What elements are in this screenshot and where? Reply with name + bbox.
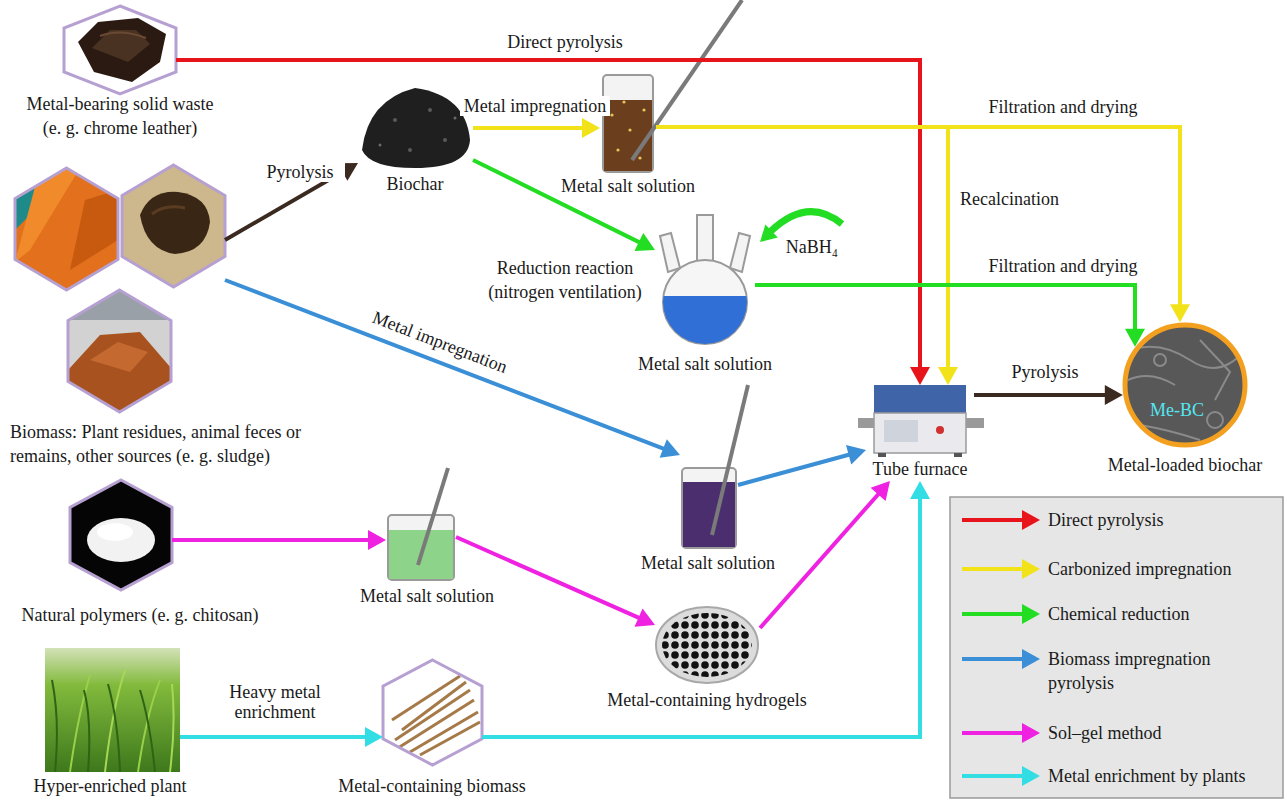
straw-node: Metal-containing biomass: [383, 660, 482, 765]
tube-furnace-picture: [858, 385, 984, 457]
legend-text: Biomass impregnation pyrolysis: [1048, 647, 1228, 695]
process-arrow: [482, 481, 930, 737]
note-label: Reduction reaction (nitrogen ventilation…: [478, 256, 653, 304]
biochar-sem-picture: [1125, 325, 1245, 445]
process-arrow: [180, 727, 383, 747]
beaker-picture: [388, 468, 454, 580]
image-label: Me-BC: [1137, 398, 1217, 422]
beaker-picture: [603, 0, 742, 172]
legend-text: Sol–gel method: [1048, 721, 1273, 745]
arrow-label: Recalcination: [958, 189, 1073, 209]
legend-swatch: [962, 604, 1040, 624]
arrow-label: Metal impregnation: [362, 304, 519, 380]
legend-box: [950, 497, 1283, 798]
caption: Metal salt solution: [533, 174, 723, 198]
process-arrow: [456, 537, 655, 627]
arrow-label: Heavy metal enrichment: [220, 682, 330, 722]
caption: Metal salt solution: [332, 584, 522, 608]
note-label: NaBH₄: [777, 235, 847, 259]
legend-text: Carbonized impregnation: [1048, 557, 1273, 581]
flask-node: Metal salt solution: [655, 215, 755, 348]
plant-photo-picture: [45, 648, 180, 772]
biomass-node: Biomass: Plant residues, animal feces or…: [15, 165, 225, 415]
beaker-node: Metal salt solution: [386, 505, 456, 582]
legend-swatch: [962, 649, 1040, 669]
dish-node: Metal-containing hydrogels: [655, 605, 760, 685]
circle-node: Me-BCMetal-loaded biochar: [1122, 322, 1248, 448]
arrow-label: Filtration and drying: [978, 97, 1148, 117]
process-arrow: [738, 445, 866, 485]
straw-picture: [383, 660, 482, 765]
hydrogel-dish-picture: [656, 607, 758, 683]
chitosan-picture: [70, 480, 172, 590]
legend-swatch: [962, 766, 1040, 786]
process-arrow: [974, 385, 1123, 405]
caption: Biochar: [360, 172, 470, 196]
biomass-picture: [15, 165, 225, 412]
legend-swatch: [962, 723, 1040, 743]
arrow-label: Pyrolysis: [255, 162, 345, 182]
caption: Metal-containing hydrogels: [587, 688, 827, 712]
legend-text: Chemical reduction: [1048, 602, 1273, 626]
caption: Tube furnace: [866, 457, 974, 481]
biochar-node: Biochar: [358, 85, 473, 170]
arrow-label: Direct pyrolysis: [495, 32, 635, 52]
beaker-node: Metal salt solution: [680, 450, 738, 550]
arrow-label: Filtration and drying: [978, 256, 1148, 276]
photo-node: Hyper-enriched plant: [45, 648, 180, 772]
leather-picture: [64, 6, 176, 94]
process-arrow: [176, 60, 930, 385]
arrow-label: Pyrolysis: [1000, 362, 1090, 382]
caption: Metal salt solution: [610, 352, 800, 376]
biochar-picture: [362, 88, 470, 168]
process-arrow: [172, 530, 386, 550]
process-arrow: [760, 481, 890, 628]
legend-swatch: [962, 559, 1040, 579]
caption: Hyper-enriched plant: [10, 774, 210, 798]
furnace-node: Tube furnace: [866, 385, 974, 481]
caption: Metal-bearing solid waste (e. g. chrome …: [18, 92, 223, 140]
beaker-node: Metal salt solution: [600, 68, 656, 172]
caption: Natural polymers (e. g. chitosan): [0, 603, 280, 627]
process-arrow: [656, 127, 958, 385]
legend-text: Metal enrichment by plants: [1048, 764, 1273, 788]
process-arrow: [755, 285, 1145, 347]
process-arrow: [473, 160, 655, 251]
caption: Metal-containing biomass: [312, 774, 552, 798]
caption: Biomass: Plant residues, animal feces or…: [10, 420, 345, 468]
beaker-picture: [682, 385, 748, 548]
caption: Metal-loaded biochar: [1085, 453, 1285, 477]
caption: Metal salt solution: [613, 551, 803, 575]
chitosan-node: Natural polymers (e. g. chitosan): [70, 480, 172, 590]
arrow-label: Metal impregnation: [460, 96, 610, 116]
legend-text: Direct pyrolysis: [1048, 508, 1273, 532]
process-arrow: [473, 118, 600, 138]
process-arrow: [656, 127, 1190, 322]
legend-swatch: [962, 510, 1040, 530]
flask-picture: [660, 212, 842, 348]
process-arrow: [225, 163, 358, 240]
leather-node: Metal-bearing solid waste (e. g. chrome …: [64, 6, 176, 94]
